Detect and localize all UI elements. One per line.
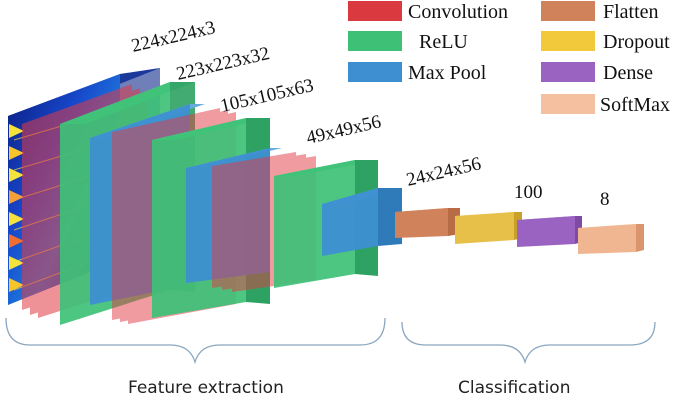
legend-swatch-dense xyxy=(541,62,595,82)
relu-block-3 xyxy=(274,160,378,288)
legend-item-dense: Dense xyxy=(541,62,653,84)
legend-label-flatten: Flatten xyxy=(603,1,659,23)
flatten-block xyxy=(395,208,460,238)
legend-item-convolution: Convolution xyxy=(348,1,508,23)
legend-swatch-convolution xyxy=(348,1,402,21)
legend-swatch-maxpool xyxy=(348,62,402,82)
legend-item-softmax: SoftMax xyxy=(541,94,670,116)
dim-label-pool2: 49x49x56 xyxy=(304,111,383,149)
dense-block xyxy=(517,216,582,247)
legend-label-convolution: Convolution xyxy=(408,1,508,23)
spectrogram-triangles xyxy=(9,124,24,292)
dim-label-input: 224x224x3 xyxy=(129,17,217,57)
dim-label-dense: 100 xyxy=(514,182,543,203)
dim-label-conv1: 223x223x32 xyxy=(174,43,271,85)
legend-swatch-dropout xyxy=(541,31,595,51)
section-label-feature-extraction: Feature extraction xyxy=(128,378,284,398)
network-layers xyxy=(8,68,644,325)
dim-label-pool3: 24x24x56 xyxy=(404,153,483,191)
dropout-block xyxy=(455,212,522,244)
feature-extraction-brace xyxy=(5,317,386,365)
dim-label-output: 8 xyxy=(600,189,610,210)
legend-label-dropout: Dropout xyxy=(603,31,670,53)
legend-item-flatten: Flatten xyxy=(541,1,659,23)
classification-brace xyxy=(401,321,656,365)
legend-swatch-flatten xyxy=(541,1,595,21)
maxpool-block-3 xyxy=(322,188,402,256)
softmax-block xyxy=(578,224,644,254)
legend-label-softmax: SoftMax xyxy=(600,94,670,116)
legend-swatch-softmax xyxy=(541,94,595,114)
legend-item-dropout: Dropout xyxy=(541,31,670,53)
dim-label-pool1: 105x105x63 xyxy=(218,75,315,117)
legend-label-maxpool: Max Pool xyxy=(408,62,487,84)
section-label-classification: Classification xyxy=(458,378,570,398)
legend-item-maxpool: Max Pool xyxy=(348,62,487,84)
legend-item-relu: ReLU xyxy=(348,31,468,53)
legend: Convolution ReLU Max Pool Flatten Dropou… xyxy=(348,1,670,116)
legend-label-relu: ReLU xyxy=(419,31,468,53)
legend-label-dense: Dense xyxy=(603,62,653,84)
legend-swatch-relu xyxy=(348,31,402,51)
